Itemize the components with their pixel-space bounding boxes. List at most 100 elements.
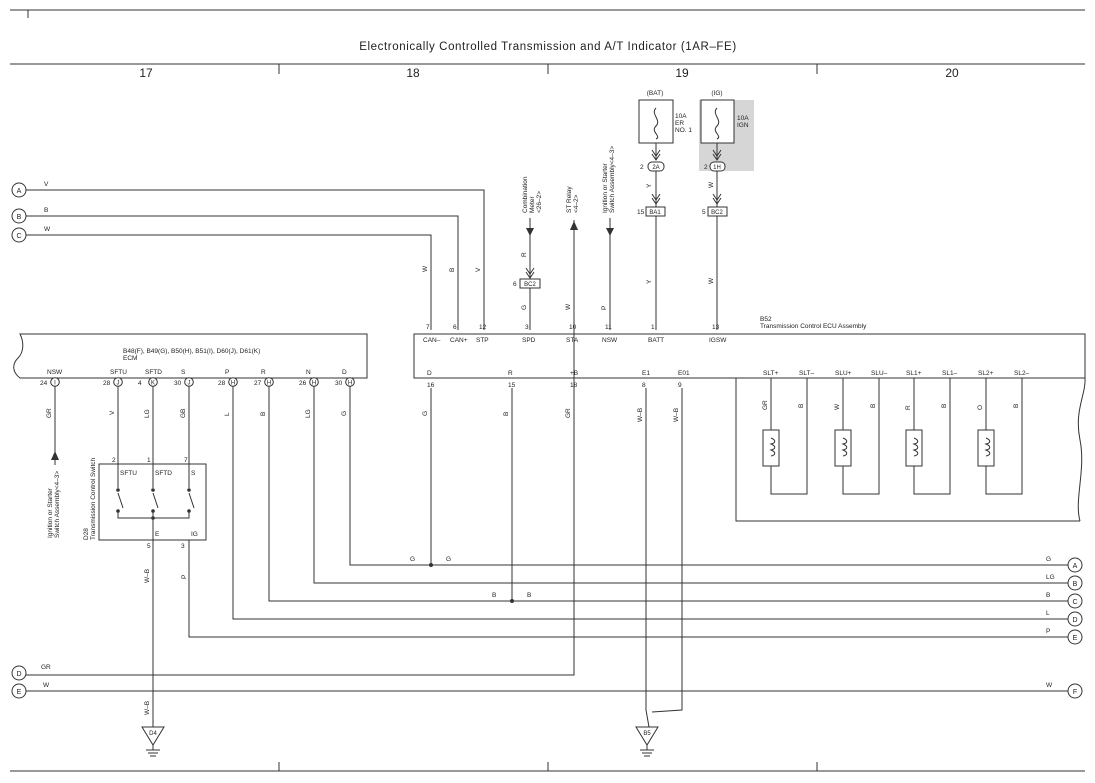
wire-color: L [1046,610,1050,617]
wire-color: B [870,404,877,408]
wire-color: L [224,412,231,416]
connector-letter: B [17,214,22,221]
ecm-connector-id: H [267,381,271,387]
arrow-icon [526,228,534,236]
fuse-name: IGN [737,122,749,129]
switch-code: D28 [83,528,90,540]
connector-letter: E [1073,635,1078,642]
solenoid-minus-label: SL2– [1014,370,1030,377]
connector-circle [1067,575,1083,591]
solenoid-plus-label: SLT+ [763,370,778,377]
coil-icon [841,437,848,457]
connector-letter: C [16,233,21,240]
switch-terminal: S [191,470,196,477]
ecm-terminal-name: SFTD [145,369,162,376]
fuse-ig: (IG) 10A IGN 2 1H W 5 BC2 W [699,90,754,330]
ecm-terminal-name: SFTU [110,369,127,376]
tcu-pin-number: 10 [569,324,577,331]
ground-code: D4 [149,731,157,737]
tcu-pin-number: 11 [605,324,612,331]
solenoid-plus-label: SLU+ [835,370,852,377]
ecm-pin-number: 28 [103,380,111,387]
connector-letter: D [16,671,21,678]
wire-color: R [521,252,528,257]
fuse-icon [653,107,659,140]
arrow-icon [51,451,59,460]
tcu-pin-number: 12 [479,324,487,331]
fuse-name: NO. 1 [675,127,692,134]
ref-label: Combination [522,176,529,213]
junction-label: G [410,556,415,563]
wire-color: P [181,575,188,579]
connector-pin: 5 [702,209,706,216]
tcu-terminal-name: +B [570,370,578,377]
switch-terminal: E [155,531,160,538]
wire-color: B [1013,404,1020,408]
wire-color: GR [41,664,51,671]
connector-circle [1067,683,1083,699]
tcu-terminal-name: SPD [522,337,536,344]
ecm-connector-id: I [54,381,56,387]
coil-icon [984,437,991,457]
ecm-wires: GR V LG GB L B LG G [46,388,1068,620]
tcu-pin-number: 9 [678,382,682,389]
switch-terminal: IG [191,531,198,538]
connector-pin: 6 [513,281,517,288]
solenoid-wire [842,378,880,495]
tcu-terminal-name: NSW [602,337,618,344]
solenoid-plus-label: SL1+ [906,370,922,377]
connector-letter: D [1072,617,1077,624]
wire-color: W [44,226,51,233]
solenoid-plus-label: SL2+ [978,370,994,377]
ref-st-relay: ST Relay <4–2> [566,186,580,675]
wire-color: B [941,404,948,408]
wire-color: GR [762,400,769,410]
ecm-pin-number: 26 [299,380,307,387]
switch-name: Transmission Control Switch [90,457,97,540]
solenoid-minus-label: SL1– [942,370,958,377]
ecm-terminal-name: N [306,369,311,376]
ecm-terminal-name: R [261,369,266,376]
column-number: 19 [675,66,689,80]
solenoid-coil-icon [834,429,852,467]
ref-label: Meter [529,196,536,213]
tcu-terminal-name: E1 [642,370,650,377]
ecm-terminal-name: NSW [47,369,63,376]
switch-pin: 5 [147,543,151,550]
tcu-pin-number: 3 [525,324,529,331]
tcu-terminal-name: D [427,370,432,377]
connector-letter: A [1073,563,1078,570]
column-number: 18 [406,66,420,80]
solenoid-minus-label: SLT– [799,370,814,377]
ref-label: Switch Assembly<4–3> [54,471,61,538]
junction-label: G [446,556,451,563]
wire-color: W [422,265,429,272]
fuse-bat: (BAT) 10A ER NO. 1 2 2A Y 15 BA1 Y [637,90,692,330]
wire-color: V [475,267,482,272]
switch-pin: 3 [181,543,185,550]
fuse-name: ER [675,120,684,127]
wire-color: GR [565,408,572,418]
solenoid-coil-icon [905,429,923,467]
ref-ignition-switch-left: Ignition or Starter Switch Assembly<4–3> [47,388,61,538]
wire-color: B [44,207,48,214]
ecm-connector-id: J [188,381,191,387]
tcu-pin-number: 7 [426,324,430,331]
switch-terminal: SFTU [120,470,137,477]
tcu-terminal-name: CAN+ [450,337,468,344]
tcu-bottom-wires: G B GR W–B W–B W Y W G G B B [26,388,683,728]
fuse-rating: 10A [675,113,687,120]
fuse-supply-label: (BAT) [647,90,664,97]
tcu-terminal-name: STP [476,337,489,344]
connector-id: BA1 [649,210,661,216]
ecm-pin-number: 30 [335,380,343,387]
connector-letter: A [17,188,22,195]
switch-pin: 1 [147,457,151,464]
tcu-terminal-name: E01 [678,370,690,377]
switch-pin: 2 [112,457,116,464]
ecm-pin-number: 28 [218,380,226,387]
connector-pin: 2 [704,164,708,171]
wire-color: B [1046,592,1050,599]
